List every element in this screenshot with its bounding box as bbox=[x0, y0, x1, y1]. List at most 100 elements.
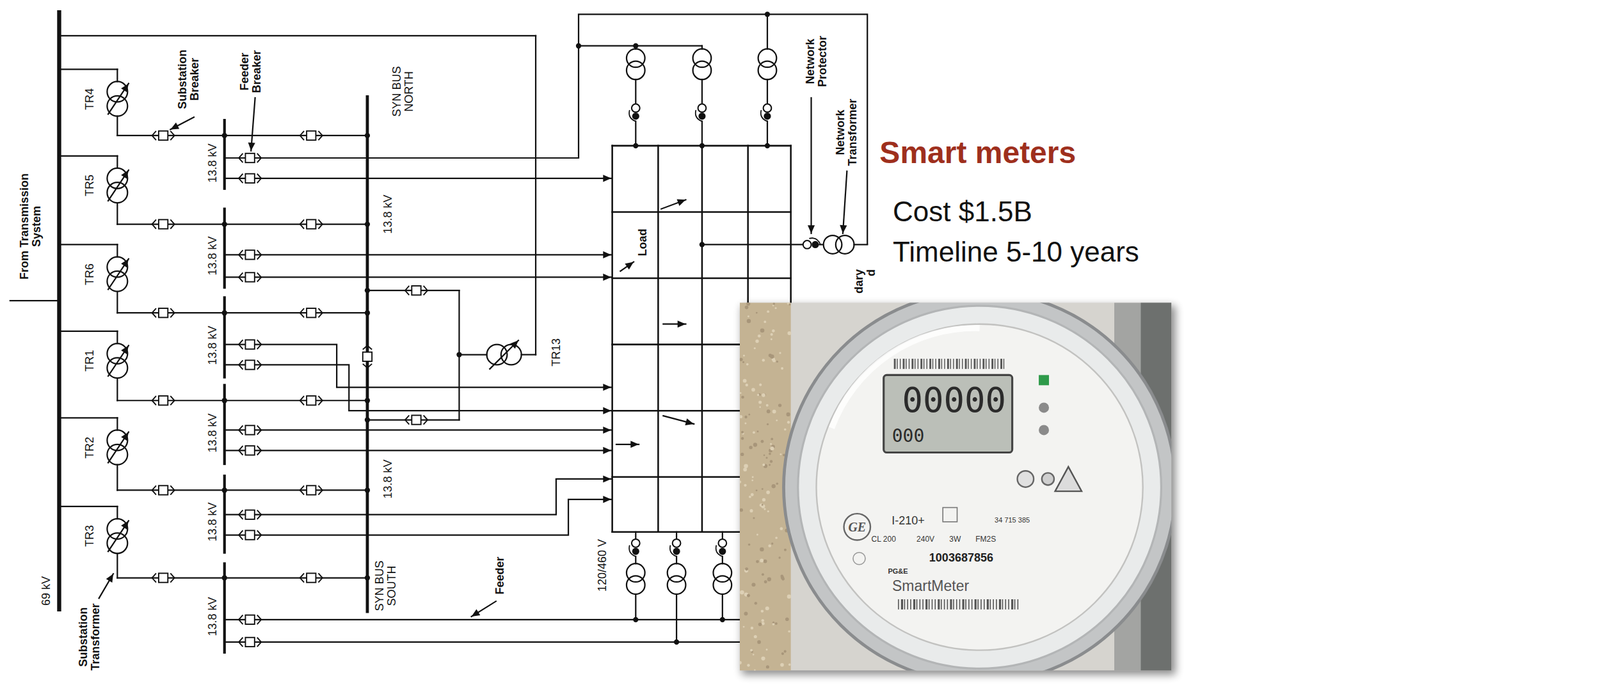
barcode-bar bbox=[974, 359, 976, 370]
wall-texture bbox=[761, 619, 765, 623]
wire bbox=[116, 244, 118, 257]
wire bbox=[116, 378, 118, 401]
wire bbox=[223, 209, 226, 288]
wall-texture bbox=[757, 334, 761, 338]
breaker-symbol bbox=[362, 345, 372, 368]
barcode-bar bbox=[908, 359, 910, 370]
transformer-label: TR4 bbox=[83, 87, 96, 112]
wire bbox=[336, 386, 612, 388]
wire bbox=[117, 577, 368, 579]
wall-texture bbox=[769, 354, 774, 359]
breaker-chevron bbox=[423, 286, 428, 296]
wire bbox=[108, 83, 129, 115]
breaker-symbol bbox=[405, 286, 428, 296]
protector-arc bbox=[808, 238, 821, 245]
arrow-head bbox=[602, 426, 612, 434]
wire bbox=[108, 345, 129, 377]
wall-texture bbox=[751, 583, 756, 587]
barcode-bar bbox=[1002, 599, 1004, 610]
transformer-label: TR1 bbox=[83, 348, 96, 374]
breaker-chevron bbox=[362, 364, 372, 368]
breaker-symbol bbox=[152, 131, 175, 141]
breaker-chevron bbox=[152, 573, 157, 583]
wire bbox=[224, 449, 612, 452]
junction-dot bbox=[632, 43, 639, 49]
wire bbox=[701, 145, 704, 533]
barcode-bar bbox=[899, 359, 901, 370]
warning-triangle bbox=[1055, 467, 1082, 492]
wall-texture bbox=[739, 590, 745, 596]
breaker-box bbox=[245, 638, 255, 648]
breaker-symbol bbox=[152, 219, 175, 229]
protector-contact bbox=[672, 548, 680, 556]
breaker-chevron bbox=[170, 485, 175, 495]
protector-arc bbox=[629, 110, 636, 122]
wire bbox=[842, 171, 847, 234]
wall-texture bbox=[747, 315, 750, 318]
breaker-box bbox=[245, 250, 255, 260]
wire bbox=[224, 364, 350, 411]
arrow-head bbox=[602, 407, 612, 415]
wall-texture bbox=[758, 401, 762, 405]
wall-texture bbox=[778, 403, 782, 408]
wall-texture bbox=[772, 623, 775, 626]
breaker-symbol bbox=[152, 396, 175, 406]
barcode-bar bbox=[1014, 599, 1016, 610]
breaker-box bbox=[245, 272, 255, 282]
barcode-bar bbox=[923, 359, 925, 370]
wire bbox=[116, 202, 118, 224]
barcode-bar bbox=[974, 599, 977, 610]
barcode-bar bbox=[1011, 599, 1014, 610]
wall-texture bbox=[741, 437, 744, 440]
arrow-head bbox=[602, 475, 612, 483]
wire bbox=[721, 556, 724, 564]
wall-texture bbox=[784, 650, 787, 654]
wire bbox=[458, 353, 487, 356]
junction-dot bbox=[699, 143, 705, 149]
arrow-head bbox=[602, 174, 612, 182]
wire bbox=[634, 79, 637, 104]
seal-button bbox=[1041, 472, 1055, 486]
barcode-bar bbox=[985, 359, 987, 370]
voltage-label: 120/460 V bbox=[595, 538, 608, 594]
wall-texture bbox=[768, 544, 772, 548]
wire bbox=[224, 276, 612, 278]
wire bbox=[116, 69, 118, 82]
wall-texture bbox=[746, 319, 751, 324]
barcode-bar bbox=[944, 359, 945, 370]
lcd-digits: 00000 bbox=[901, 382, 1007, 420]
junction-dot bbox=[632, 143, 639, 149]
wire bbox=[819, 243, 823, 246]
breaker-box bbox=[158, 219, 168, 229]
barcode-bar bbox=[990, 599, 992, 610]
barcode-bar bbox=[1008, 599, 1010, 610]
breaker-chevron bbox=[238, 250, 243, 260]
wall-texture bbox=[761, 488, 764, 491]
barcode-bar bbox=[947, 359, 950, 370]
wire bbox=[116, 156, 118, 169]
wall-texture bbox=[772, 304, 775, 307]
wall-texture bbox=[757, 640, 761, 645]
wall-texture bbox=[759, 406, 761, 409]
wire bbox=[117, 135, 368, 137]
barcode-bar bbox=[965, 359, 968, 370]
transformer-label: TR5 bbox=[83, 173, 96, 198]
breaker-symbol bbox=[238, 615, 262, 625]
wall-texture bbox=[756, 533, 759, 536]
wire bbox=[611, 145, 614, 533]
wall-texture bbox=[753, 635, 758, 639]
barcode-bar bbox=[995, 599, 998, 610]
breaker-chevron bbox=[238, 638, 243, 648]
voltage-label: 13.8 kV bbox=[206, 596, 219, 639]
wall-texture bbox=[759, 559, 764, 564]
breaker-chevron bbox=[238, 360, 243, 370]
transformer-coil bbox=[667, 576, 687, 595]
protector-contact bbox=[632, 112, 640, 120]
barcode-bar bbox=[903, 359, 905, 370]
transformer-coil bbox=[106, 444, 128, 466]
wall-texture bbox=[775, 536, 778, 540]
barcode-bar bbox=[988, 359, 990, 370]
barcode-bar bbox=[986, 599, 989, 610]
wall-texture bbox=[739, 480, 742, 484]
